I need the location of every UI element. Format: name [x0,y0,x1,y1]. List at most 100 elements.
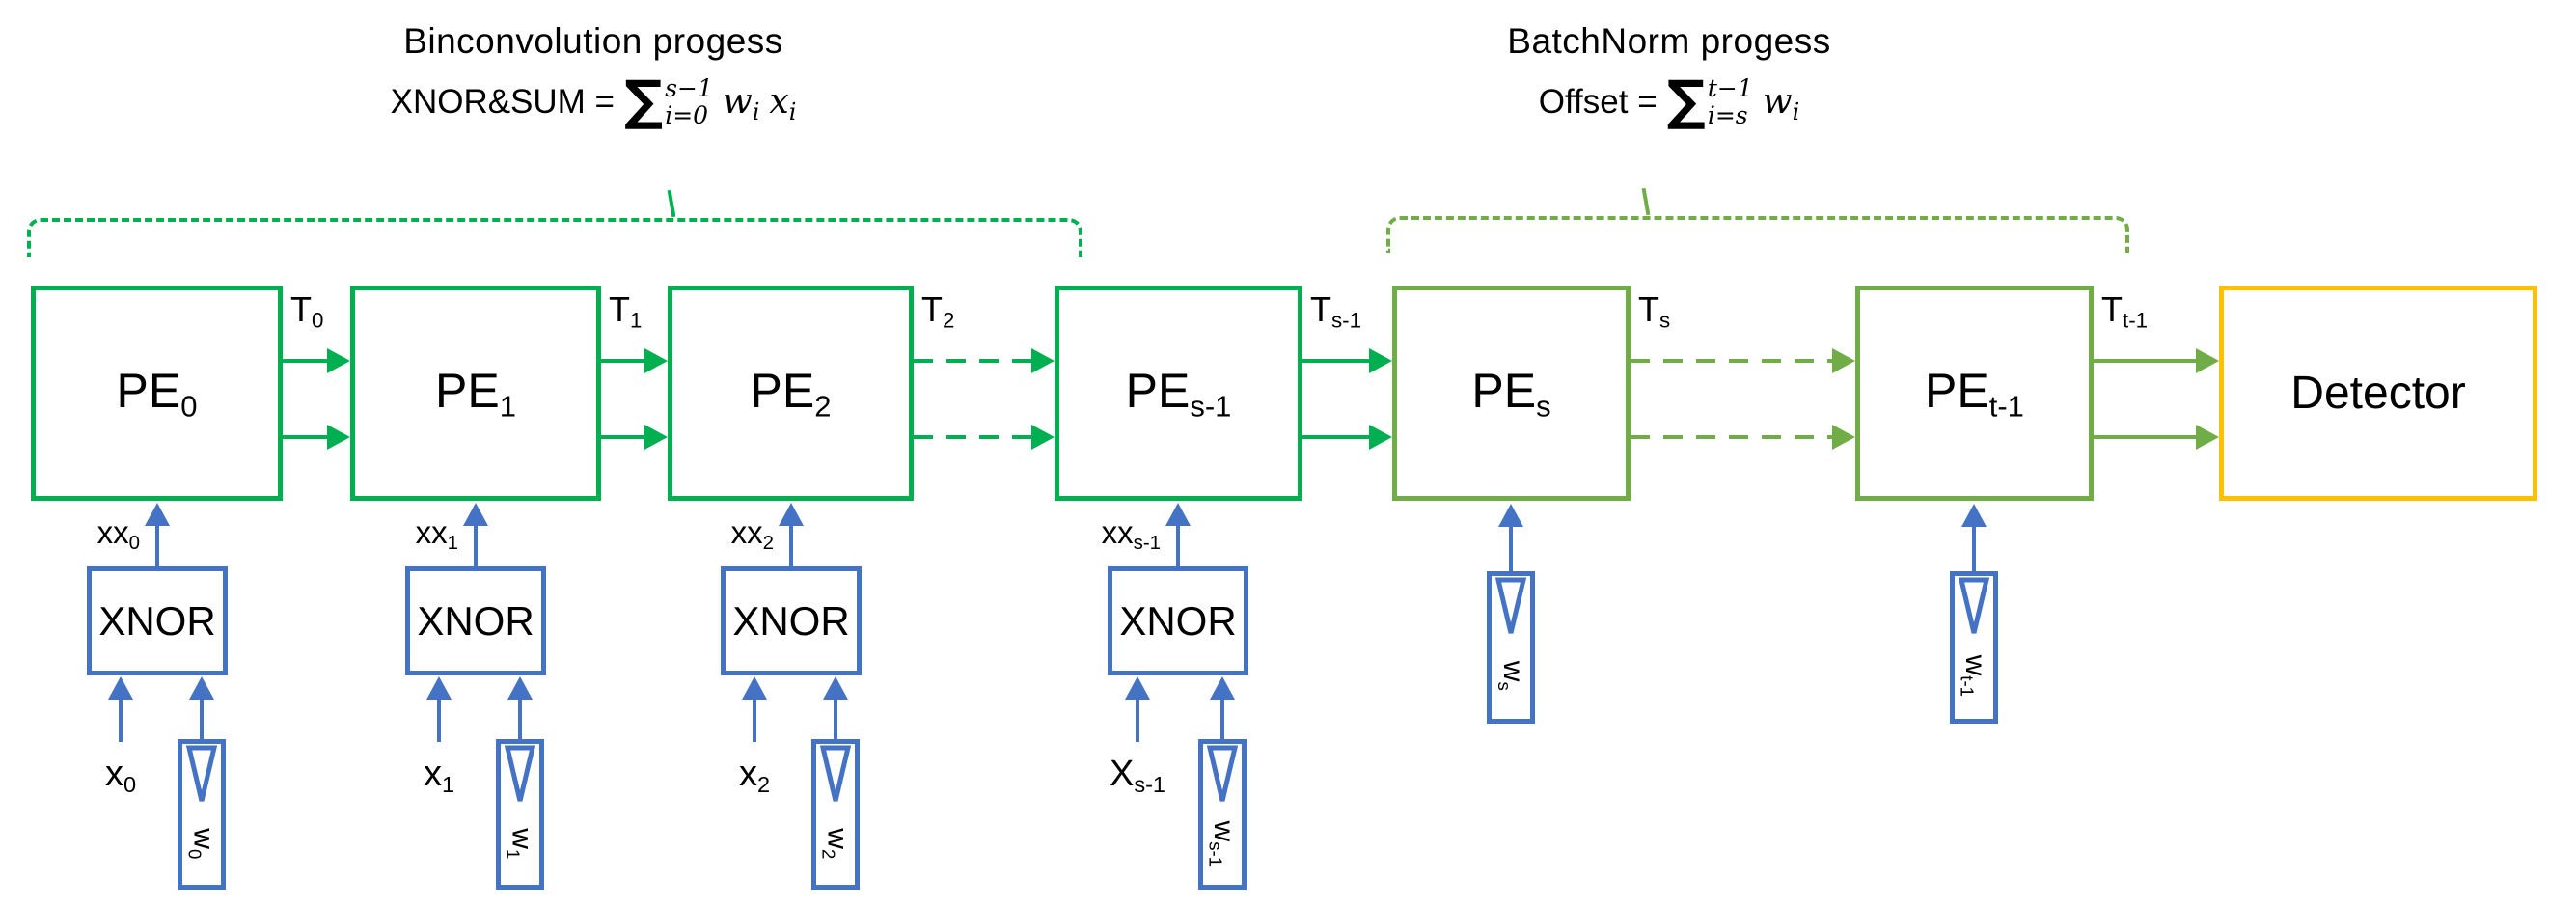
batchnorm-formula: Offset = ∑ t−1 i=s w i [1283,69,2055,133]
arrow-line [1136,700,1139,742]
arrow-line [200,700,204,740]
arrow-line [1176,526,1180,567]
arrowhead-right-icon [327,425,350,450]
arrowhead-right-icon [1832,425,1855,450]
arrowhead-right-icon [2196,348,2219,373]
arrowhead-up-icon [1125,676,1150,700]
pe2-box: PE2 [668,286,914,501]
x0-label: x0 [104,754,137,798]
arrow-line [437,700,441,742]
binconvolution-title: Binconvolution progess [403,21,783,61]
weight-fifo-2: w2 [811,739,860,890]
detector-box: Detector [2219,286,2537,501]
arrow-line [601,435,644,439]
sum-upper-limit: s−1 [665,74,713,102]
pe-s-1-box: PEs-1 [1055,286,1302,501]
x1-label: x1 [423,754,455,798]
batchnorm-title: BatchNorm progess [1507,21,1831,61]
arrowhead-up-icon [742,676,767,700]
arrowhead-up-icon [1165,503,1191,526]
funnel-triangle-icon [820,745,851,802]
xnor-s-1-text: XNOR [1119,597,1237,644]
formula-var-w-sub: i [1792,97,1800,125]
w-s-1-label: ws-1 [1205,820,1241,867]
sum-limits: t−1 i=s [1708,75,1753,128]
formula-var-w-sub: i [752,97,760,125]
t0-label: T0 [290,289,324,333]
arrow-line [1509,527,1513,571]
arrow-line [1302,359,1369,363]
batchnorm-brace [1386,216,2129,253]
weight-fifo-t-1: wt-1 [1950,571,1998,724]
weight-fifo-s: ws [1487,571,1535,724]
arrowhead-right-icon [1369,348,1392,373]
w-t-1-label: wt-1 [1957,654,1992,697]
w2-label: w2 [818,828,854,860]
arrow-line [474,526,478,567]
binconvolution-brace-pointer [667,189,676,218]
arrow-line [155,526,159,567]
pe-s-box: PEs [1392,286,1631,501]
funnel-triangle-icon [505,745,535,802]
xnor-s-1-box: XNOR [1108,566,1248,675]
formula-var-w: w [1762,82,1793,122]
formula-var-x: x [769,82,789,122]
x-s-1-label: Xs-1 [1109,754,1166,798]
arrow-line [1220,700,1224,740]
arrowhead-up-icon [189,676,214,700]
sum-upper-limit: t−1 [1707,74,1753,102]
arrowhead-up-icon [823,676,848,700]
arrow-line-dashed [914,359,1031,363]
arrowhead-up-icon [108,676,133,700]
arrow-line [1302,435,1369,439]
arrow-line [2094,435,2196,439]
pe1-box: PE1 [350,286,601,501]
arrowhead-up-icon [507,676,533,700]
pe-t-1-label: PEt-1 [1925,363,2024,424]
arrow-line [1972,527,1976,571]
batchnorm-header: BatchNorm progess Offset = ∑ t−1 i=s w i [1283,21,2055,128]
arrowhead-up-icon [463,503,488,526]
arrowhead-right-icon [1832,348,1855,373]
sum-lower-limit: i=s [1707,100,1748,129]
formula-var-w: w [722,82,753,122]
arrowhead-right-icon [644,425,668,450]
arrowhead-up-icon [145,503,170,526]
arrowhead-up-icon [1498,504,1523,527]
arrowhead-right-icon [1369,425,1392,450]
arrow-line [2094,359,2196,363]
binconvolution-brace [27,218,1082,257]
binconvolution-header: Binconvolution progess XNOR&SUM = ∑ s−1 … [159,21,1028,128]
arrow-line [283,435,327,439]
formula-var-x-sub: i [788,97,797,125]
arrowhead-up-icon [779,503,804,526]
xx2-label: xx2 [730,514,774,555]
t1-label: T1 [609,289,643,333]
pe1-label: PE1 [435,363,516,424]
arrowhead-up-icon [1961,504,1987,527]
xnor2-text: XNOR [732,597,850,644]
arrow-line [601,359,644,363]
arrow-line-dashed [1631,359,1832,363]
pe-s-label: PEs [1471,363,1551,424]
xnor1-text: XNOR [417,597,534,644]
pe-t-1-box: PEt-1 [1855,286,2094,501]
detector-label: Detector [2290,368,2466,419]
funnel-triangle-icon [1959,577,1989,634]
sum-limits: s−1 i=0 [665,75,713,128]
arrowhead-right-icon [2196,425,2219,450]
arrowhead-up-icon [426,676,452,700]
arrow-line [518,700,522,740]
t2-label: T2 [921,289,955,333]
arrow-line [119,700,123,742]
weight-fifo-1: w1 [496,739,544,890]
funnel-triangle-icon [1207,745,1238,802]
arrow-line [283,359,327,363]
xx-s-1-label: xxs-1 [1101,514,1161,555]
sum-symbol: ∑ [1666,69,1706,133]
funnel-triangle-icon [1495,577,1526,634]
xnor1-box: XNOR [405,566,546,675]
xx1-label: xx1 [415,514,458,555]
arrowhead-right-icon [1031,425,1055,450]
